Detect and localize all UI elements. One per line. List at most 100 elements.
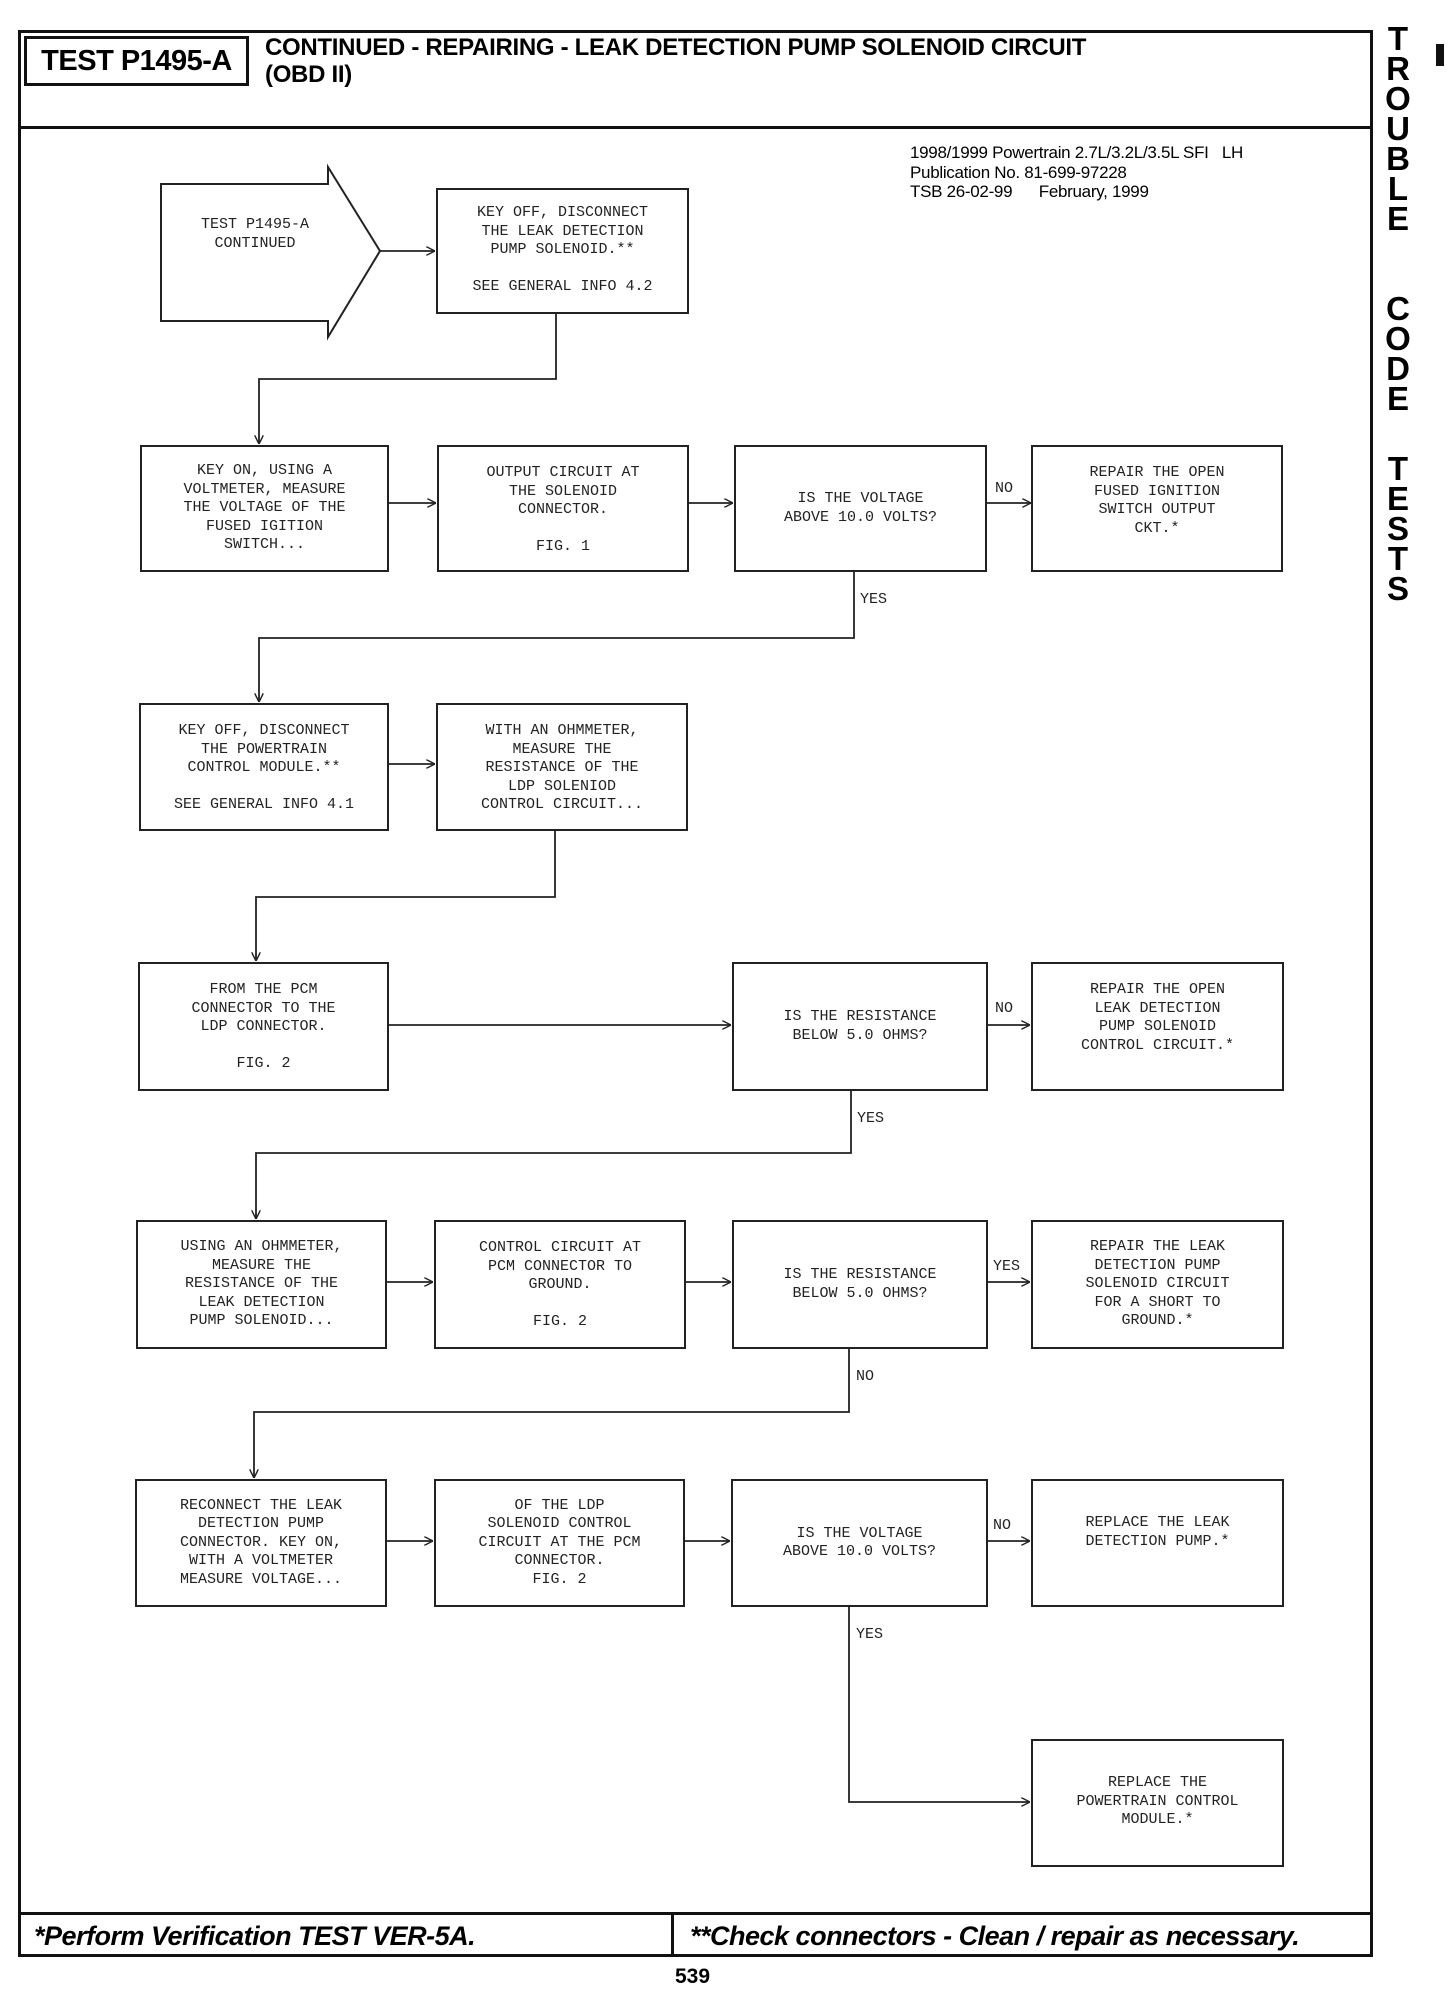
box-text-line: MEASURE THE (512, 740, 612, 758)
box-text-line: LEAK DETECTION (1094, 999, 1221, 1017)
box-text-line: CONTINUED (214, 234, 296, 252)
box-text-line: LEAK DETECTION (198, 1293, 325, 1311)
box-text-line: POWERTRAIN CONTROL (1076, 1792, 1239, 1810)
box-text-line: SWITCH... (223, 536, 305, 554)
box-text-line: REPLACE THE LEAK (1085, 1514, 1230, 1531)
box-text-line: WITH A VOLTMETER (188, 1552, 334, 1570)
box-text-line: MEASURE VOLTAGE... (179, 1570, 343, 1588)
start-arrow-shape (160, 163, 382, 341)
box-text-line: CONNECTOR. KEY ON, (179, 1533, 343, 1551)
box-text-line: CONTROL CIRCUIT AT (478, 1239, 642, 1256)
box-text-line: REPLACE THE (1107, 1774, 1208, 1791)
side-tab-letter: E (1386, 200, 1409, 237)
side-tab-letter: T (1387, 540, 1409, 577)
tab-marker (1436, 44, 1444, 66)
box-text-line: BELOW 5.0 OHMS? (792, 1026, 928, 1044)
box-text-line (438, 260, 687, 279)
box-text-line: CONNECTOR. (517, 501, 608, 518)
box-text-line: CONNECTOR. (514, 1552, 605, 1570)
branch-label-yes: YES (993, 1258, 1021, 1275)
box-text-line (439, 520, 687, 539)
box-text-line: RECONNECT THE LEAK (179, 1496, 343, 1514)
footer-note-verification: *Perform Verification TEST VER-5A. (34, 1921, 476, 1951)
box-text-line: KEY ON, USING A (196, 462, 333, 480)
box-text-line: CIRCUIT AT THE PCM (478, 1533, 641, 1551)
footer-divider (671, 1912, 674, 1957)
box-text-line: CONTROL CIRCUIT.* (1080, 1036, 1235, 1054)
box-text-line: KEY OFF, DISCONNECT (178, 722, 350, 739)
box-text-line: OF THE LDP (514, 1496, 605, 1514)
box-text-line: THE POWERTRAIN (200, 740, 328, 758)
branch-label-no: NO (995, 480, 1014, 497)
box-text-line: THE LEAK DETECTION (481, 222, 644, 240)
publication-line-3: TSB 26-02-99 February, 1999 (910, 182, 1149, 201)
box-text-line: LDP CONNECTOR. (200, 1018, 327, 1035)
title-line-1: CONTINUED - REPAIRING - LEAK DETECTION P… (265, 34, 1087, 61)
box-text-line: FUSED IGITION (205, 517, 324, 535)
footer-note-connectors: **Check connectors - Clean / repair as n… (690, 1921, 1300, 1951)
box-text-line: SOLENOID CIRCUIT (1085, 1275, 1230, 1293)
box-text-line: PUMP SOLENOID (1098, 1018, 1217, 1035)
box-text-line (141, 778, 387, 797)
box-text-line: FIG. 2 (236, 1055, 291, 1072)
box-text-line: FOR A SHORT TO (1094, 1293, 1221, 1311)
test-id-box: TEST P1495-A (24, 36, 249, 86)
box-text-line: GROUND. (528, 1276, 592, 1293)
box-text-line: DETECTION PUMP (1094, 1256, 1221, 1274)
box-text-line: USING AN OHMMETER, (180, 1238, 343, 1256)
box-text-line: DETECTION PUMP (197, 1515, 325, 1533)
box-text-line: SEE GENERAL INFO 4.2 (472, 278, 653, 295)
branch-label-yes: YES (856, 1626, 884, 1643)
box-text-line: IS THE RESISTANCE (783, 1266, 937, 1283)
box-text-line: PUMP SOLENOID... (189, 1312, 334, 1330)
side-tab-letter: T (1387, 20, 1409, 57)
box-text-line: THE SOLENOID (508, 482, 618, 500)
publication-line-2: Publication No. 81-699-97228 (910, 162, 1127, 182)
side-tab-letter: E (1386, 380, 1409, 417)
box-text-line: REPAIR THE LEAK (1089, 1238, 1226, 1256)
side-tab-letter: B (1386, 140, 1410, 177)
page-frame (18, 30, 1373, 1957)
box-text-line: FIG. 1 (535, 538, 590, 555)
branch-label-yes: YES (860, 591, 888, 608)
box-text-line: OUTPUT CIRCUIT AT (486, 464, 640, 481)
box-text-line: CONNECTOR TO THE (191, 999, 336, 1017)
box-text-line: DETECTION PUMP.* (1085, 1532, 1230, 1550)
side-tab-letter: D (1386, 350, 1410, 387)
publication-line-1: 1998/1999 Powertrain 2.7L/3.2L/3.5L SFI … (910, 143, 1244, 162)
side-tab-letter: O (1385, 80, 1411, 117)
box-text-line: ABOVE 10.0 VOLTS? (782, 1543, 937, 1560)
page-number: 539 (675, 1965, 711, 1988)
publication-info: 1998/1999 Powertrain 2.7L/3.2L/3.5L SFI … (910, 143, 1243, 202)
side-tab-letter: T (1387, 450, 1409, 487)
side-tab-letter: O (1385, 320, 1411, 357)
box-text-line: FROM THE PCM (209, 981, 318, 998)
box-text-line: ABOVE 10.0 VOLTS? (783, 508, 938, 526)
side-tab-letter: C (1386, 290, 1410, 327)
box-text-line: THE VOLTAGE OF THE (183, 499, 346, 517)
box-text-line: FIG. 2 (532, 1570, 587, 1588)
box-text-line: LDP SOLENIOD (507, 777, 617, 795)
box-text-line: CONTROL CIRCUIT... (480, 796, 644, 813)
box-text-line: CONTROL MODULE.** (187, 759, 341, 776)
box-text-line: RESISTANCE OF THE (184, 1275, 339, 1293)
side-tab-letter: L (1387, 170, 1409, 207)
